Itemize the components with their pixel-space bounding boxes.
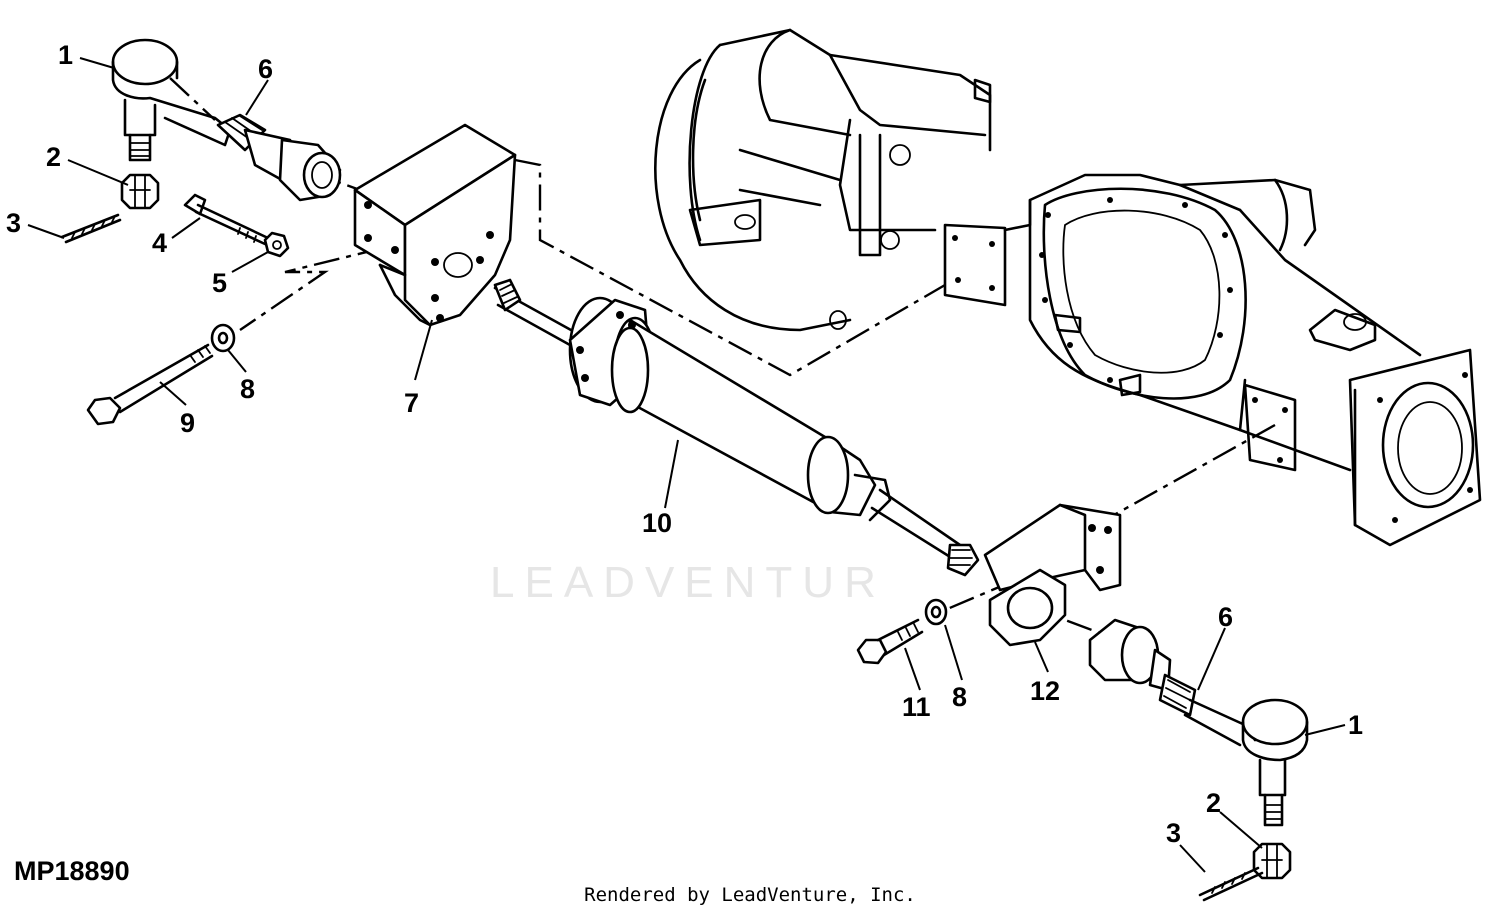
watermark-text: LEADVENTUR — [490, 558, 886, 607]
washer-upper — [210, 323, 236, 353]
figure-id: MP18890 — [14, 856, 130, 886]
callout-2-bottom: 2 — [1206, 788, 1221, 818]
callout-8-top: 8 — [240, 374, 255, 404]
callout-4: 4 — [152, 228, 167, 258]
callout-2-top: 2 — [46, 142, 61, 172]
callout-3-top: 3 — [6, 208, 21, 238]
callout-7: 7 — [404, 388, 419, 418]
castle-nut-left — [120, 173, 160, 210]
callout-9: 9 — [180, 408, 195, 438]
castle-nut-right — [1252, 842, 1292, 880]
callout-1-top: 1 — [58, 40, 73, 70]
callout-1-bottom: 1 — [1348, 710, 1363, 740]
render-credit: Rendered by LeadVenture, Inc. — [584, 884, 916, 906]
washer-lower — [924, 598, 948, 626]
callout-5: 5 — [212, 268, 227, 298]
bolt-4 — [183, 193, 270, 246]
callout-12: 12 — [1030, 676, 1060, 706]
tie-rod-end-right — [1183, 698, 1309, 827]
axle-housing — [654, 28, 1482, 547]
bolt-9 — [86, 343, 214, 426]
mounting-bracket — [353, 123, 517, 327]
shim-plate — [988, 568, 1067, 647]
callout-6-top: 6 — [258, 54, 273, 84]
callout-11: 11 — [902, 692, 931, 722]
cotter-pin-left — [60, 213, 122, 244]
callout-labels: 1 2 3 4 5 6 7 8 9 10 11 8 12 6 1 2 3 — [6, 40, 1363, 848]
steering-cylinder — [493, 278, 980, 577]
cotter-pin-right — [1198, 866, 1264, 902]
tie-rod-end-left — [111, 38, 232, 162]
callout-3-bottom: 3 — [1166, 818, 1181, 848]
callout-10: 10 — [642, 508, 672, 538]
rear-bracket — [983, 503, 1122, 592]
callout-leaders — [27, 57, 1346, 873]
nut-5 — [263, 231, 290, 258]
tie-rod-sleeve-right — [1088, 618, 1197, 717]
tie-rod-sleeve-left — [216, 113, 342, 202]
bolt-11 — [856, 618, 924, 665]
callout-8-bottom: 8 — [952, 682, 967, 712]
callout-6-bottom: 6 — [1218, 602, 1233, 632]
